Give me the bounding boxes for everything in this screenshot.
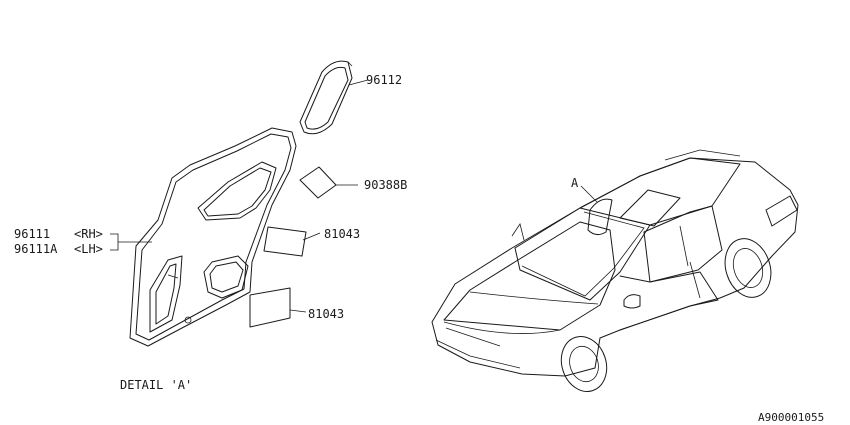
- diagram-code: A900001055: [758, 411, 825, 424]
- label-96112: 96112: [366, 73, 403, 87]
- detail-caption: DETAIL 'A': [120, 378, 193, 392]
- label-81043-upper: 81043: [324, 227, 361, 241]
- label-81043-lower: 81043: [308, 307, 345, 321]
- leader-81043-upper: [302, 232, 321, 241]
- sheet-81043-lower: [249, 287, 291, 328]
- pad-96112: [299, 60, 353, 135]
- leader-view-marker: [580, 185, 598, 203]
- sheet-90388b: [299, 166, 337, 199]
- label-side-rh: <RH>: [74, 227, 103, 241]
- label-90388b: 90388B: [364, 178, 408, 192]
- sheet-81043-upper: [263, 226, 307, 257]
- label-96111a: 96111A: [14, 242, 58, 256]
- leader-81043-lower: [289, 309, 307, 313]
- car-illustration: [431, 149, 799, 392]
- rh-lh-bracket: [110, 233, 152, 251]
- door-sealing-cover: [129, 127, 297, 347]
- view-marker-label: A: [571, 176, 579, 190]
- label-side-lh: <LH>: [74, 242, 103, 256]
- label-96111: 96111: [14, 227, 51, 241]
- leader-96112: [348, 79, 369, 86]
